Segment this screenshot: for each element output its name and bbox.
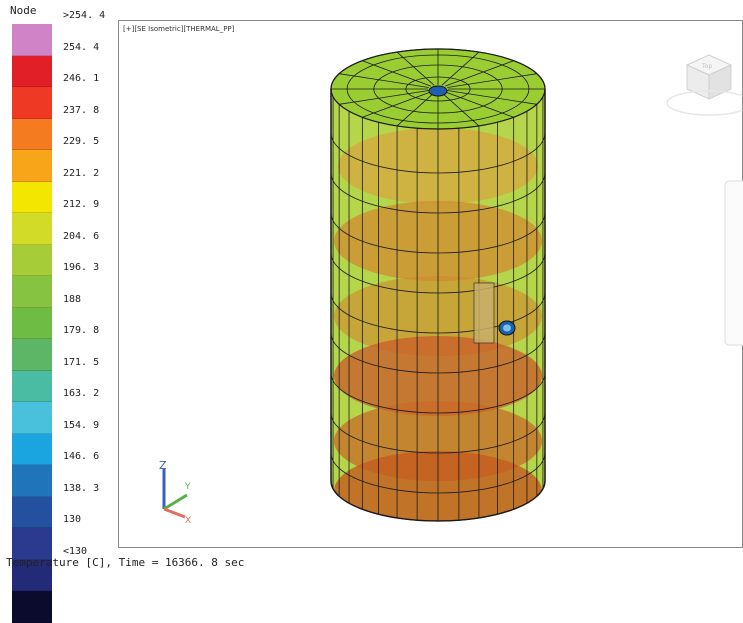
legend-label: 138. 3 xyxy=(63,482,100,494)
legend-label: 221. 2 xyxy=(63,167,100,179)
legend-label: 130 xyxy=(63,514,82,525)
model-viewport[interactable]: [+][SE Isometric][THERMAL_PP] xyxy=(118,20,743,548)
y-axis-label: Y xyxy=(184,482,191,492)
legend-swatch xyxy=(12,244,52,276)
mesh-ring xyxy=(331,132,545,174)
mesh-ring xyxy=(331,172,545,214)
legend-label: 179. 8 xyxy=(63,325,100,336)
legend-label: 154. 9 xyxy=(63,419,100,431)
cap-spoke xyxy=(339,73,429,88)
legend-label: 254. 4 xyxy=(63,41,100,53)
cap-spoke xyxy=(447,90,537,105)
mesh-ring xyxy=(331,292,545,334)
result-caption: Temperature [C], Time = 16366. 8 sec xyxy=(6,556,245,569)
view-cube[interactable]: Top xyxy=(666,54,743,116)
legend-swatch xyxy=(12,496,52,528)
mesh-ring xyxy=(331,332,545,374)
top-nozzle xyxy=(428,85,448,97)
legend-swatch xyxy=(12,402,52,434)
legend-label: 204. 6 xyxy=(63,230,100,242)
mesh-ring xyxy=(331,412,545,454)
x-axis-label: X xyxy=(185,516,191,526)
legend-swatch xyxy=(12,528,52,560)
legend-swatch xyxy=(12,591,52,623)
legend-label: 163. 2 xyxy=(63,388,100,399)
legend-swatch xyxy=(12,339,52,371)
legend-swatch xyxy=(12,55,52,87)
model-canvas[interactable]: Z Y X Top xyxy=(119,21,743,549)
cap-spoke xyxy=(362,60,432,87)
legend-swatch xyxy=(12,307,52,339)
cap-spoke xyxy=(396,51,435,86)
legend-swatch xyxy=(12,276,52,308)
legend-swatch xyxy=(12,465,52,497)
temperature-legend: Node >254. 4 254. 4 246. 1 237. 8 229. 5 221.… xyxy=(0,0,118,623)
legend-label: 212. 9 xyxy=(63,199,100,210)
legend-label: 196. 3 xyxy=(63,262,100,273)
legend-swatch xyxy=(12,87,52,119)
legend-label: 188 xyxy=(63,293,82,305)
mesh-ring xyxy=(331,372,545,414)
mesh-ring xyxy=(331,252,545,294)
tank-model[interactable] xyxy=(330,48,546,531)
cap-spoke xyxy=(444,60,514,87)
legend-label: 171. 5 xyxy=(63,356,100,368)
legend-color-bar xyxy=(12,24,52,623)
view-cube-top-label: Top xyxy=(701,63,712,70)
z-axis-label: Z xyxy=(159,459,167,472)
legend-title: Node xyxy=(10,4,37,17)
legend-swatch xyxy=(12,150,52,182)
axis-triad: Z Y X xyxy=(159,459,191,526)
cap-spoke xyxy=(441,51,480,86)
navigation-bar[interactable] xyxy=(724,180,743,346)
cap-spoke xyxy=(396,92,435,127)
legend-swatch xyxy=(12,433,52,465)
legend-label: 229. 5 xyxy=(63,136,100,147)
legend-label: 146. 6 xyxy=(63,451,100,462)
top-cap-mesh xyxy=(331,49,545,129)
legend-label: 246. 1 xyxy=(63,73,100,84)
cap-spoke xyxy=(447,73,537,88)
legend-swatch xyxy=(12,24,52,56)
mesh-ring xyxy=(331,212,545,254)
legend-swatch xyxy=(12,370,52,402)
mesh-ring xyxy=(331,452,545,494)
side-nozzle xyxy=(473,282,516,344)
legend-label: <130 xyxy=(63,545,88,557)
legend-swatch xyxy=(12,213,52,245)
tank-outline xyxy=(330,89,546,522)
legend-label: >254. 4 xyxy=(63,10,106,21)
viewport-title[interactable]: [+][SE Isometric][THERMAL_PP] xyxy=(123,25,235,33)
mesh-lines xyxy=(331,96,545,521)
cap-spoke xyxy=(339,90,429,105)
legend-label: 237. 8 xyxy=(63,104,100,116)
legend-swatch xyxy=(12,181,52,213)
cap-spoke xyxy=(362,91,432,118)
cap-spoke xyxy=(444,91,514,118)
legend-swatch xyxy=(12,118,52,150)
cap-spoke xyxy=(441,92,480,127)
